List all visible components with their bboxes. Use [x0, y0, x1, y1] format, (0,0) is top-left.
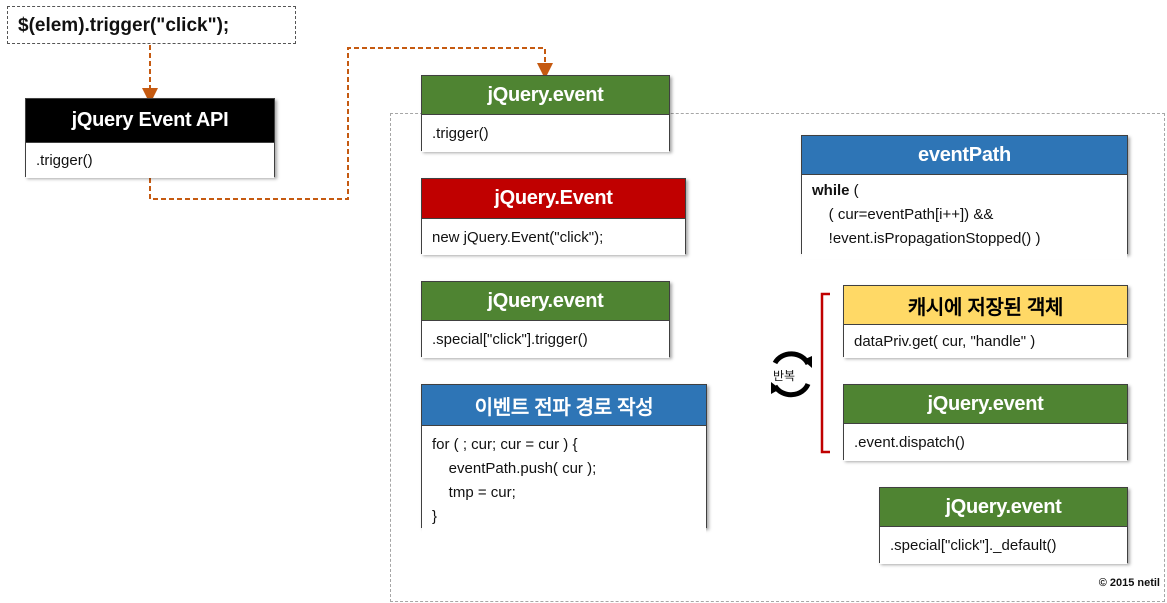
build-path-line-2: eventPath.push( cur ); [432, 460, 597, 477]
build-path-box: 이벤트 전파 경로 작성 for ( ; cur; cur = cur ) { … [421, 384, 707, 536]
dispatch-body: .event.dispatch() [844, 424, 1127, 461]
event-new-body: new jQuery.Event("click"); [422, 219, 685, 255]
repeat-label: 반복 [772, 369, 796, 383]
special-trigger-body: .special["click"].trigger() [422, 321, 669, 358]
api-box-title: jQuery Event API [26, 99, 274, 143]
code-snippet-text: $(elem).trigger("click"); [18, 14, 230, 36]
event-path-line-1: while ( [812, 179, 1117, 203]
event-path-code: while ( ( cur=eventPath[i++]) && !event.… [802, 175, 1127, 259]
dispatch-title: jQuery.event [844, 385, 1127, 424]
event-trigger-body: .trigger() [422, 115, 669, 152]
default-action-box: jQuery.event .special["click"]._default(… [879, 487, 1128, 564]
dispatch-box: jQuery.event .event.dispatch() [843, 384, 1128, 461]
event-path-line-2: ( cur=eventPath[i++]) && [812, 206, 994, 223]
while-open-paren: ( [849, 182, 859, 199]
repeat-bracket [820, 292, 830, 454]
event-new-box: jQuery.Event new jQuery.Event("click"); [421, 178, 686, 255]
api-box: jQuery Event API .trigger() [25, 98, 275, 178]
special-trigger-box: jQuery.event .special["click"].trigger() [421, 281, 670, 358]
build-path-code: for ( ; cur; cur = cur ) { eventPath.pus… [422, 426, 706, 536]
default-action-title: jQuery.event [880, 488, 1127, 527]
build-path-line-3: tmp = cur; [432, 484, 516, 501]
event-path-box: eventPath while ( ( cur=eventPath[i++]) … [801, 135, 1128, 259]
event-path-title: eventPath [802, 136, 1127, 175]
event-new-title: jQuery.Event [422, 179, 685, 219]
flow-container [390, 113, 1165, 602]
cache-title: 캐시에 저장된 객체 [844, 286, 1127, 325]
while-keyword: while [812, 182, 850, 199]
special-trigger-title: jQuery.event [422, 282, 669, 321]
copyright: © 2015 netil [1098, 577, 1160, 589]
repeat-cycle-icon [771, 351, 812, 398]
cache-box: 캐시에 저장된 객체 dataPriv.get( cur, "handle" ) [843, 285, 1128, 358]
cache-body: dataPriv.get( cur, "handle" ) [844, 325, 1127, 358]
api-box-body: .trigger() [26, 143, 274, 178]
arrow-api-to-event [149, 47, 553, 200]
build-path-title: 이벤트 전파 경로 작성 [422, 385, 706, 426]
event-trigger-box: jQuery.event .trigger() [421, 75, 670, 152]
build-path-line-1: for ( ; cur; cur = cur ) { [432, 436, 578, 453]
event-trigger-title: jQuery.event [422, 76, 669, 115]
code-snippet: $(elem).trigger("click"); [7, 6, 296, 44]
event-path-line-3: !event.isPropagationStopped() ) [812, 230, 1041, 247]
default-action-body: .special["click"]._default() [880, 527, 1127, 564]
build-path-line-4: } [432, 508, 438, 525]
